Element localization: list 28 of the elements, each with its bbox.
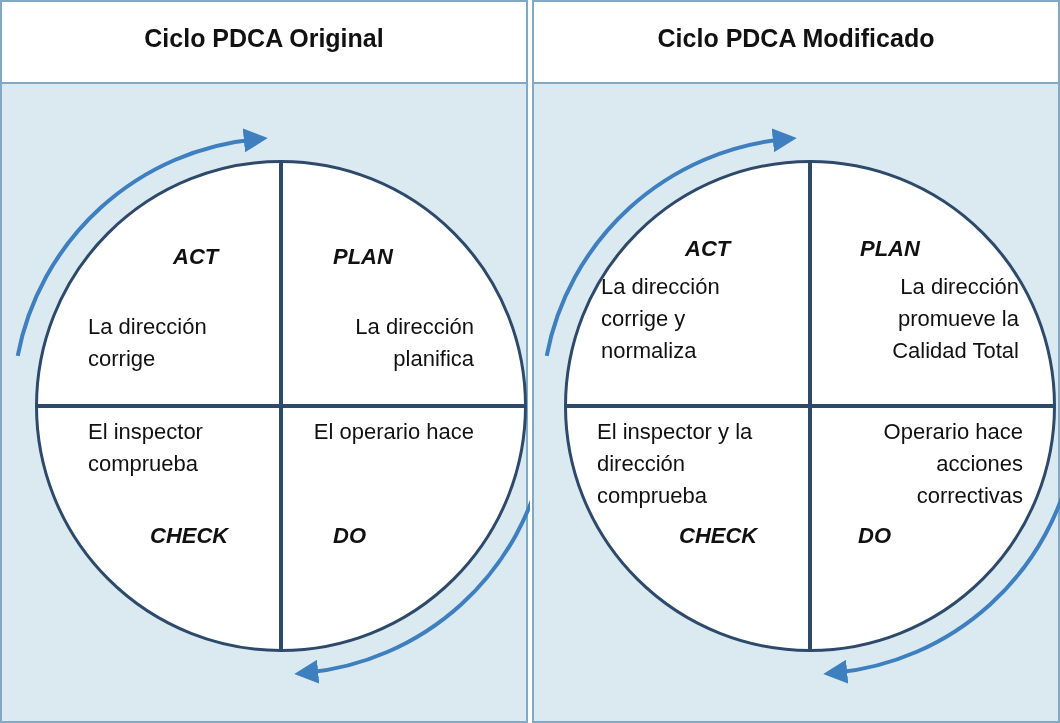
phase-label: CHECK [679, 522, 758, 550]
panel-title: Ciclo PDCA Modificado [656, 24, 936, 53]
phase-label: ACT [685, 235, 731, 263]
quadrant [281, 163, 524, 406]
description-text: La dirección corrige [88, 313, 208, 373]
panel [0, 0, 528, 723]
phase-label: PLAN [860, 235, 920, 263]
description-text: La dirección corrige y normaliza [601, 273, 721, 365]
quadrant [567, 406, 810, 649]
phase-label: ACT [173, 243, 219, 271]
phase-label: PLAN [333, 243, 393, 271]
panel [532, 0, 1060, 723]
phase-label: DO [858, 522, 891, 550]
description-text: La dirección promueve la Calidad Total [891, 273, 1019, 365]
description-text: La dirección planifica [354, 313, 474, 373]
quadrant [281, 406, 524, 649]
quadrant [567, 163, 810, 406]
phase-label: CHECK [150, 522, 229, 550]
panel-title: Ciclo PDCA Original [143, 24, 385, 53]
quadrant [38, 163, 281, 406]
description-text: El inspector comprueba [88, 418, 204, 478]
quadrant [38, 406, 281, 649]
description-text: El operario hace [312, 418, 474, 446]
quadrant [810, 163, 1053, 406]
quadrant [810, 406, 1053, 649]
description-text: Operario hace acciones correctivas [882, 418, 1023, 510]
description-text: El inspector y la dirección comprueba [597, 418, 754, 510]
phase-label: DO [333, 522, 366, 550]
